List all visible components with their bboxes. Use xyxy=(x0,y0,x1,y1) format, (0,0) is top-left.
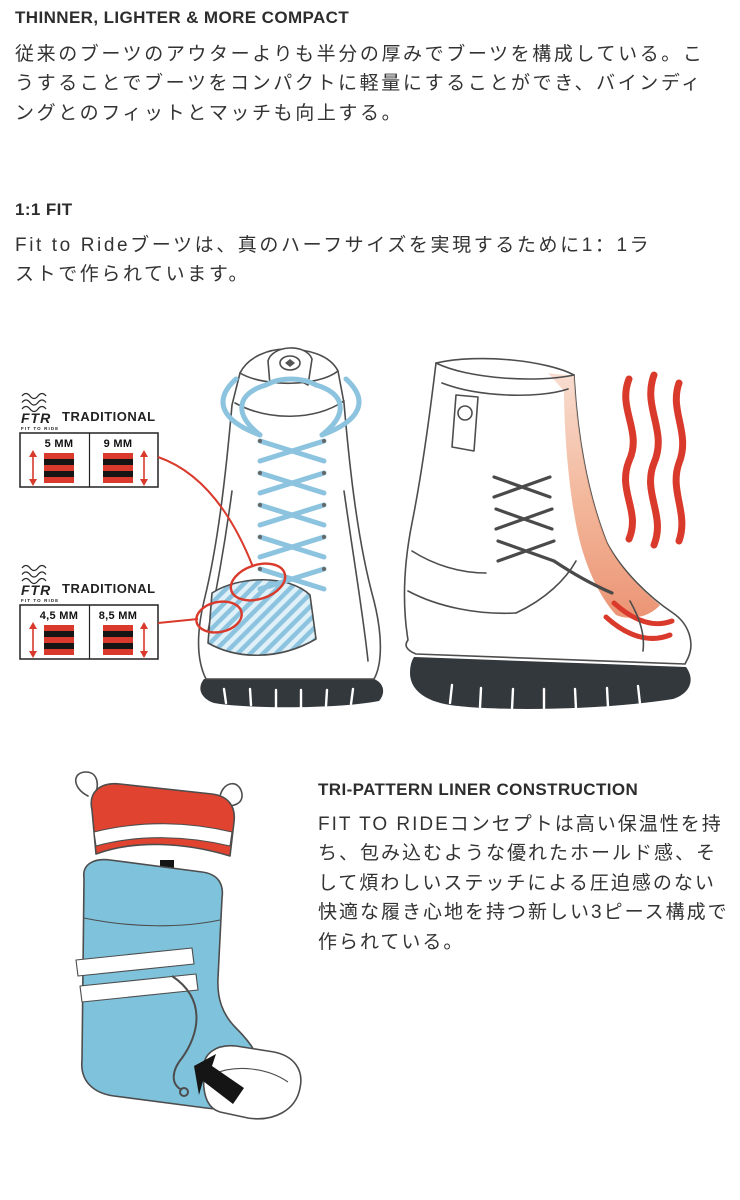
thickness-arrow-right xyxy=(140,622,148,658)
heat-hold-zone xyxy=(548,373,660,618)
eyelets xyxy=(258,439,326,571)
stripe-swatch-right xyxy=(103,453,133,483)
traditional-label: TRADITIONAL xyxy=(62,581,156,596)
stripe-swatch-left xyxy=(44,453,74,483)
stripe-swatch-right xyxy=(103,625,133,655)
section-body-fit: Fit to Rideブーツは、真のハーフサイズを実現するために1：1ラストで作… xyxy=(15,235,652,286)
cuff-handle-left xyxy=(74,771,99,797)
liner-strap-upper xyxy=(75,947,195,977)
thickness-arrow-left xyxy=(29,450,37,486)
ftr-brand-text: FTR xyxy=(21,582,51,598)
thickness-arrow-left xyxy=(29,622,37,658)
ftr-callout-upper: FTR FIT TO RIDE TRADITIONAL 5 MM 9 MM xyxy=(19,392,159,488)
toe-hatch-zone xyxy=(207,578,317,657)
side-laces xyxy=(492,475,614,595)
section-body-compact: 従来のブーツのアウターよりも半分の厚みでブーツを構成している。こうすることでブー… xyxy=(15,44,705,124)
leader-line-upper xyxy=(157,456,254,568)
side-boot-illustration xyxy=(403,357,692,711)
section-heading-fit: 1:1 FIT xyxy=(15,200,73,219)
traditional-label: TRADITIONAL xyxy=(62,409,156,424)
section-body-liner: FIT TO RIDEコンセプトは高い保温性を持ち、包み込むような優れたホールド… xyxy=(318,814,729,953)
traditional-thickness-value: 8,5 MM xyxy=(99,610,137,622)
ftr-thickness-value: 4,5 MM xyxy=(40,610,78,622)
stripe-swatch-left xyxy=(44,625,74,655)
liner-illustration xyxy=(74,771,302,1120)
thickness-arrow-right xyxy=(140,450,148,486)
ftr-thickness-value: 5 MM xyxy=(45,438,74,450)
ftr-brand-text: FTR xyxy=(21,410,51,426)
ftr-brand-subtext: FIT TO RIDE xyxy=(21,426,59,431)
liner-strap-lower xyxy=(79,973,199,1003)
section-heading-compact: THINNER, LIGHTER & MORE COMPACT xyxy=(15,8,350,27)
ftr-callout-lower: FTR FIT TO RIDE TRADITIONAL 4,5 MM 8,5 M… xyxy=(19,564,159,660)
liner-lace-cord xyxy=(171,975,198,1091)
liner-cuff-piece xyxy=(74,771,243,857)
highlight-ellipse-lower xyxy=(195,600,243,634)
section-heading-liner: TRI-PATTERN LINER CONSTRUCTION xyxy=(318,780,639,799)
laces xyxy=(220,376,362,592)
traditional-thickness-value: 9 MM xyxy=(104,438,133,450)
heel-flex-lines xyxy=(603,600,675,641)
ftr-logo: FTR FIT TO RIDE xyxy=(21,392,59,431)
ankle-strap xyxy=(451,394,479,452)
ftr-brand-subtext: FIT TO RIDE xyxy=(21,598,59,603)
front-boot-illustration xyxy=(197,347,384,709)
flex-wave-lines xyxy=(622,371,687,549)
ftr-logo: FTR FIT TO RIDE xyxy=(21,564,59,603)
liner-body-piece xyxy=(75,858,262,1110)
construction-diagram: FTR FIT TO RIDE TRADITIONAL 5 MM 9 MM xyxy=(19,347,692,711)
arrow-up-left-icon xyxy=(194,1054,244,1104)
highlight-ellipse-upper xyxy=(229,562,287,602)
leader-line-lower xyxy=(157,618,199,624)
liner-toecap-piece xyxy=(202,1045,302,1120)
